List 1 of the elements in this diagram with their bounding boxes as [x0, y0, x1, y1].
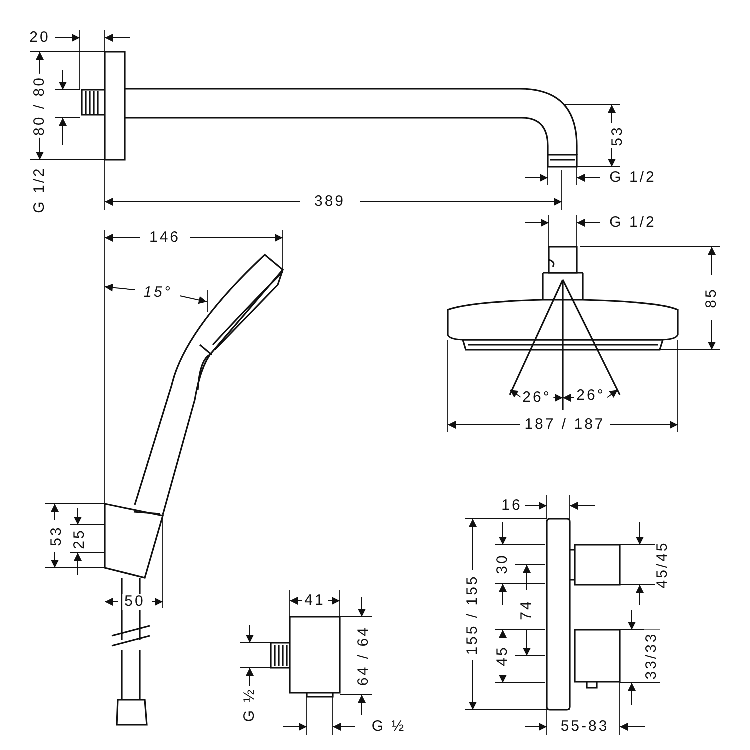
- dimension-label: 33/33: [644, 630, 660, 682]
